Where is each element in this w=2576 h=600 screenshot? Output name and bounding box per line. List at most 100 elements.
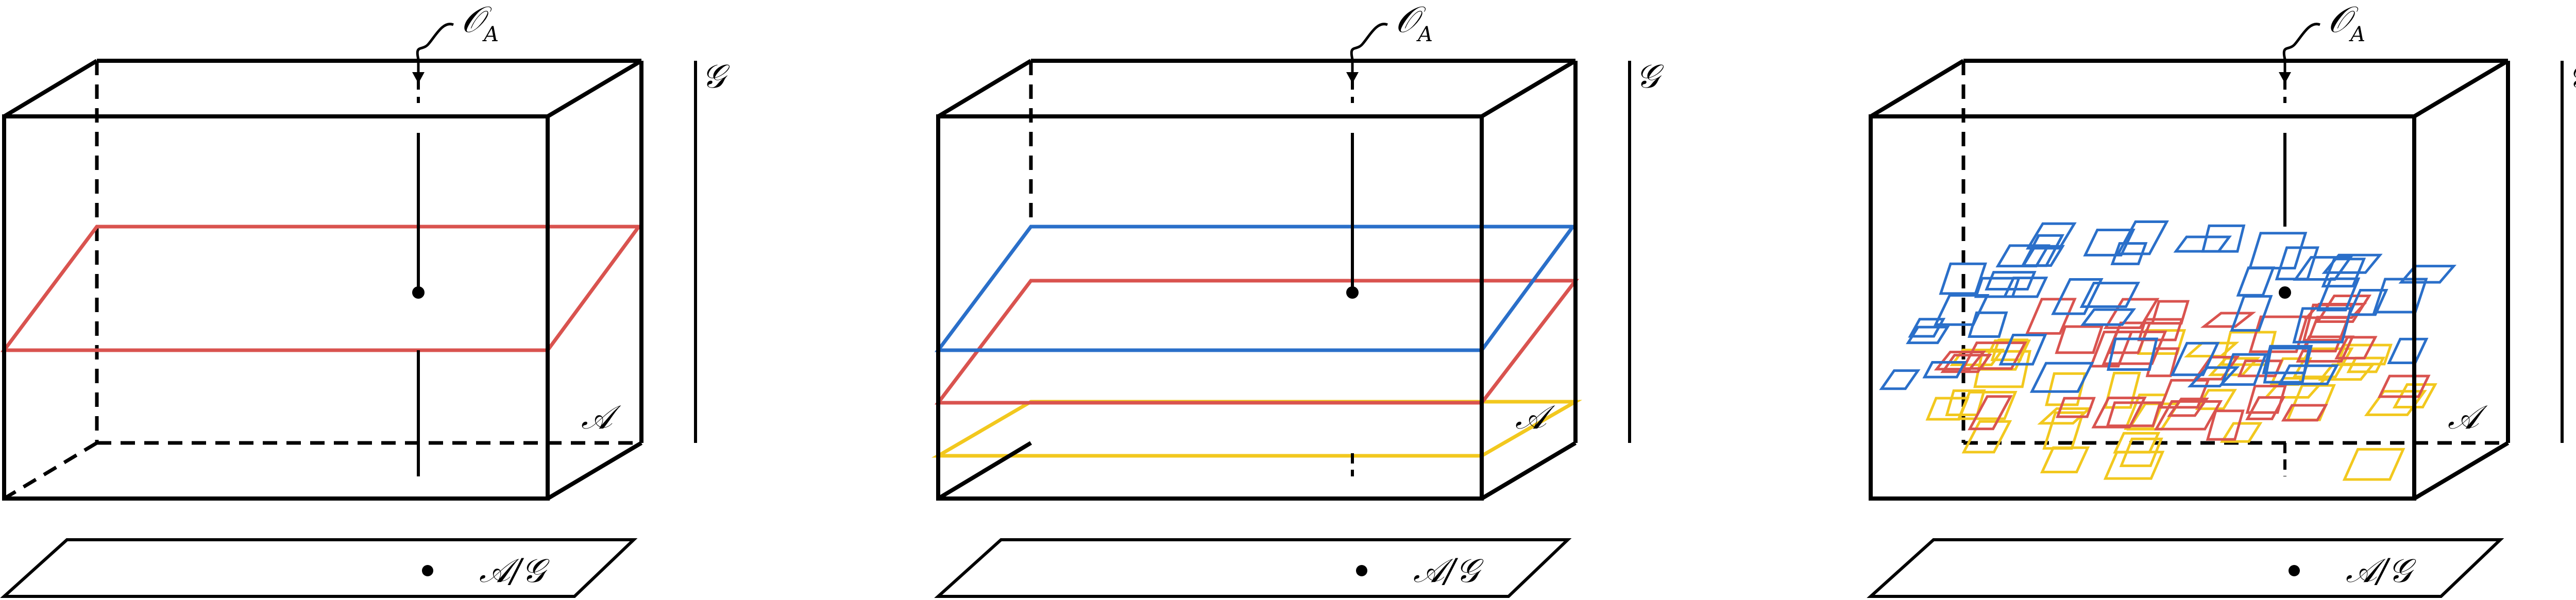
gauge-patch [1934,294,1990,326]
quotient-point [1356,565,1367,576]
gauge-patch [2187,366,2240,388]
gauge-patch [2285,384,2336,421]
gauge-patch [2206,409,2245,441]
gauge-patch [2170,341,2220,376]
gauge-patch [2263,347,2311,384]
gauge-patch [2051,278,2104,315]
gauge-patch [2079,282,2141,308]
gauge-patch [2040,446,2090,474]
gauge-patch [2236,266,2276,297]
gauge-patch [2321,258,2366,288]
gauge-patch [2080,308,2137,326]
group-label: 𝒢 [1636,58,1664,96]
gauge-patch [2334,336,2378,359]
gauge-patch [1961,420,2012,454]
gauge-patch [1985,271,2037,291]
gauge-patch [2003,277,2048,298]
panel-three-slices [931,23,1631,598]
box-hidden-edges [1961,61,2508,445]
quotient-plane [934,538,1572,598]
gauge-patch [2293,256,2353,281]
box-back-edges [3,59,641,118]
gauge-patch [2219,422,2263,443]
gauge-patch [2316,277,2361,312]
gauge-patch [2150,300,2190,325]
gauge-patch [1968,395,2013,431]
quotient-point [2289,565,2300,576]
gauge-patch [1922,361,1967,379]
panel-single-slice [0,23,697,598]
orbit-label: 𝒪A [1395,0,1433,46]
gauge-patch [2230,295,2273,332]
gauge-patch [2103,451,2165,480]
gauge-patch [2364,390,2427,416]
gauge-patch [2091,397,2147,428]
gauge-patch [2025,222,2077,250]
box-hidden-edges [3,61,641,501]
gauge-patch [2045,372,2087,406]
gauge-patch [2167,398,2209,417]
orbit-arrowhead-icon [1346,72,1359,83]
gauge-patch [2281,404,2328,422]
gauge-patch [2083,228,2136,256]
gauge-patch [2037,407,2093,425]
gauge-patch [2321,253,2383,274]
gauge-patch [2398,265,2457,284]
gauge-point [2279,286,2291,299]
gauge-patch [2372,278,2428,314]
gauge-patch [2110,242,2148,265]
box-visible-edges [1869,59,2510,501]
gauge-patch [2377,374,2431,398]
gauge-patch [2200,312,2257,328]
gauge-patch [2116,220,2169,255]
gauge-patch [2119,437,2163,467]
gauge-patch [2346,356,2385,373]
gauge-patch [2025,298,2077,335]
gauge-patch [2055,325,2104,354]
gauge-patch [1973,350,2031,388]
gauge-patch [1968,311,2008,338]
box-bottom-back-edge [937,441,1032,501]
gauge-patch [2193,356,2240,381]
gauge-patch [2292,347,2354,379]
gauge-patch [2106,401,2162,427]
gauge-point [412,286,425,299]
orbit-pointer-arrow [416,23,454,77]
box-back-edges [937,59,1575,118]
orbit-pointer-arrow [2282,23,2320,77]
gauge-point [1346,286,1359,299]
gauge-patch [2278,364,2339,385]
space-label: 𝒜 [2448,399,2488,437]
gauge-patch [1940,354,1992,373]
gauge-patch [2020,234,2064,267]
box-back-edges [1869,59,2508,118]
gauge-slice-blue [935,225,1577,352]
gauge-patch [2201,224,2246,253]
gauge-patch [1879,369,1921,390]
gauge-patch [1998,334,2047,366]
orbit-arrowhead-icon [2279,72,2291,83]
gauge-patch [1908,318,1946,338]
gauge-patch [1939,262,1987,295]
quotient-label: 𝒜/𝒢 [2346,552,2416,590]
gauge-patch [2292,307,2353,344]
gauge-patch [2263,376,2329,399]
gauge-patch [2103,298,2160,329]
group-label: 𝒢 [702,58,730,96]
gauge-patch [2387,337,2429,364]
gauge-patch [2347,289,2388,316]
quotient-plane [1867,538,2504,598]
gauge-patch [2342,448,2405,481]
gauge-patch [2248,315,2309,353]
gauge-slice-red [1,225,642,352]
quotient-point [422,565,433,576]
orbit-label: 𝒪A [2328,0,2365,46]
orbit-label: 𝒪A [461,0,499,46]
group-label: 𝒢 [2568,58,2576,96]
gauge-patch [1925,397,1970,421]
orbit-pointer-arrow [1350,23,1388,77]
gauge-patch [2029,362,2094,393]
box-visible-edges [936,59,1578,501]
gauge-patch [1990,338,2029,362]
